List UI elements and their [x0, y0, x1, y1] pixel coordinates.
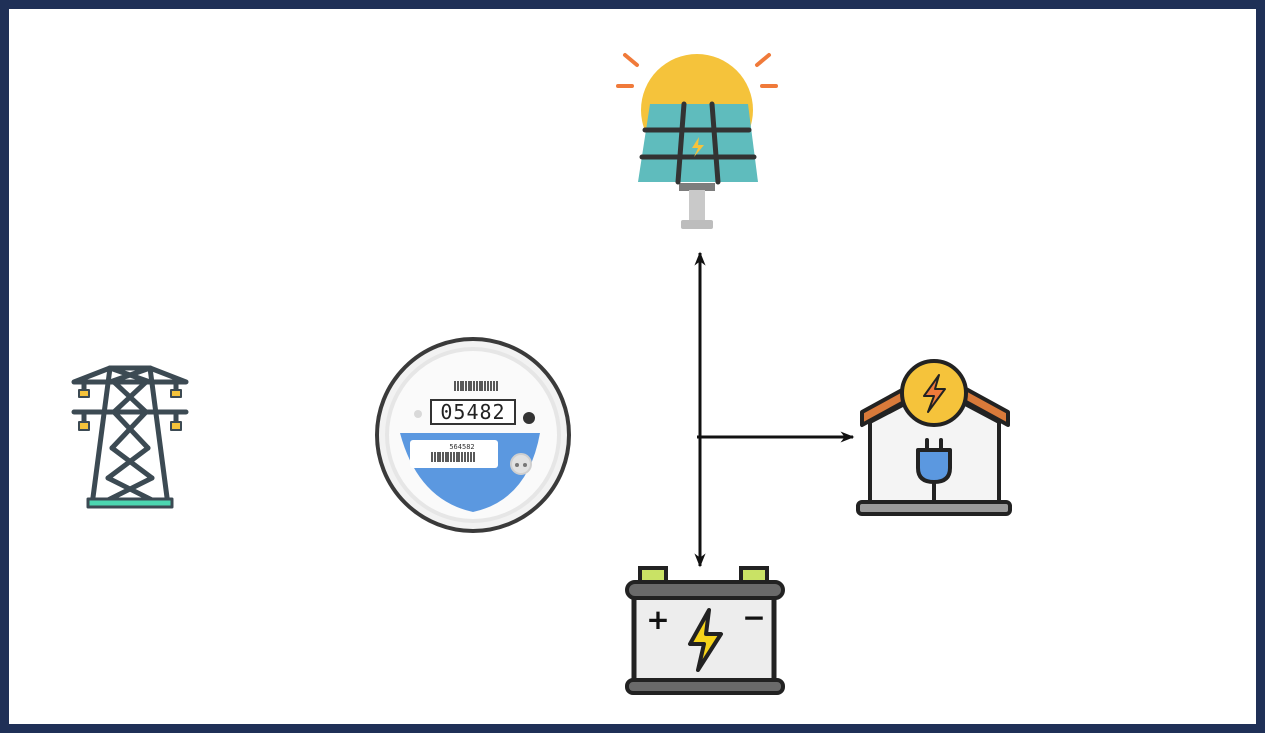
solar-panel-icon — [616, 53, 778, 229]
transmission-tower-icon — [71, 365, 189, 509]
meter-serial: 564582 — [449, 443, 474, 451]
meter-reading: 05482 — [440, 400, 505, 424]
electric-meter-icon: 05482 564582 — [375, 337, 571, 533]
battery-plus-label: + — [646, 603, 669, 636]
house-plug-icon — [856, 359, 1012, 516]
flow-arrows — [694, 251, 855, 568]
battery-minus-label: − — [742, 601, 765, 634]
car-battery-icon: + − — [625, 566, 785, 695]
